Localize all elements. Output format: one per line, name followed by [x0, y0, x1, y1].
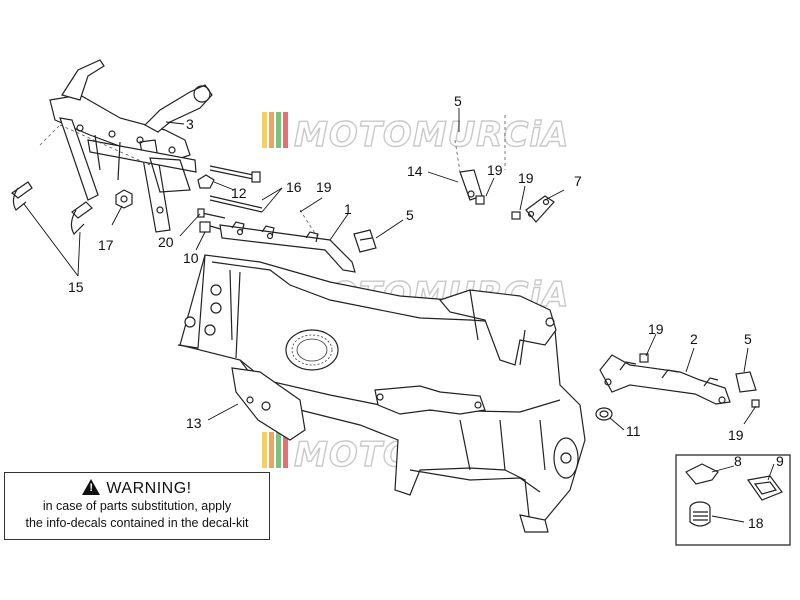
callout-1: 1 [344, 201, 352, 217]
callout-9: 9 [776, 453, 784, 469]
callout-15: 15 [68, 279, 84, 295]
callout-14: 14 [407, 163, 423, 179]
watermark-text: MOTOMURCiA [294, 115, 569, 155]
callout-8: 8 [734, 453, 742, 469]
callout-19-e: 19 [728, 427, 744, 443]
callout-19-c: 19 [316, 179, 332, 195]
plate-7 [525, 195, 555, 223]
callout-3: 3 [186, 116, 194, 132]
nut-17 [115, 189, 133, 209]
warning-title: !WARNING! [5, 479, 269, 498]
warning-line-2: the info-decals contained in the decal-k… [25, 516, 249, 530]
inset-box [675, 454, 791, 546]
bracket-1 [219, 209, 356, 273]
callout-13: 13 [186, 415, 202, 431]
front-subframe-3 [39, 59, 213, 233]
grommet-18 [689, 501, 711, 527]
callout-5-right: 5 [744, 331, 752, 347]
callout-18: 18 [748, 515, 764, 531]
plate-9 [746, 475, 783, 501]
callout-7: 7 [574, 173, 582, 189]
callout-20: 20 [158, 234, 174, 250]
main-frame-13 [177, 254, 586, 533]
callout-5-top: 5 [406, 207, 414, 223]
bolt-16 [209, 165, 263, 213]
clip-8 [685, 463, 719, 485]
clamp-5-top [353, 229, 377, 253]
warning-triangle-icon: ! [82, 479, 101, 495]
callout-19-d: 19 [648, 321, 664, 337]
warning-notice: !WARNING! in case of parts substitution,… [4, 472, 270, 540]
callout-19-b: 19 [518, 170, 534, 186]
callout-10: 10 [183, 250, 199, 266]
bolt-12 [197, 174, 215, 189]
clip-15-right [70, 201, 93, 235]
callout-2: 2 [690, 331, 698, 347]
callout-12: 12 [231, 185, 247, 201]
bracket-2 [599, 354, 731, 405]
callout-labels: 3 5 14 19 19 7 12 16 19 1 5 20 10 17 15 … [68, 93, 784, 531]
leader-lines [23, 108, 775, 523]
callout-19-a: 19 [487, 162, 503, 178]
callout-16: 16 [286, 179, 302, 195]
bolt-20 [197, 208, 226, 219]
bolt-19-top [475, 195, 485, 205]
spacer-11 [595, 407, 613, 421]
clamp-5-right [735, 371, 757, 393]
clip-15-left [11, 181, 33, 211]
callout-4: 5 [454, 93, 462, 109]
warning-line-1: in case of parts substitution, apply [42, 499, 232, 513]
bolt-19-right [511, 211, 521, 220]
callout-17: 17 [98, 237, 114, 253]
callout-11: 11 [626, 423, 641, 439]
watermark-top: MOTOMURCiA [262, 112, 569, 156]
bolt-19-bracket [639, 353, 649, 363]
